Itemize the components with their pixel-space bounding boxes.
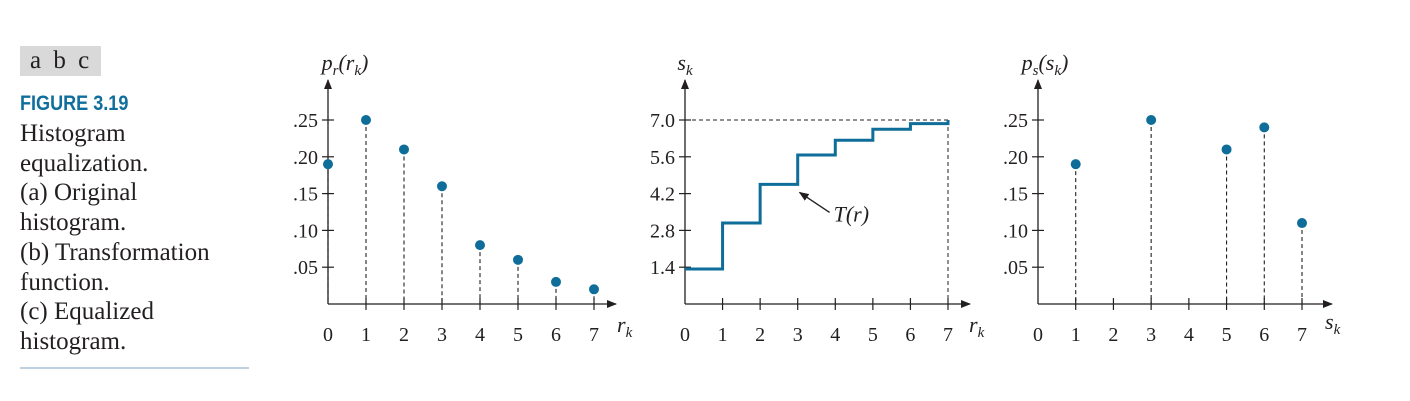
x-tick-label: 0 [323, 324, 333, 346]
x-tick-label: 2 [1108, 324, 1118, 346]
x-tick-label: 5 [868, 324, 878, 346]
caption-line: equalization. [20, 149, 149, 177]
y-tick-label: 2.8 [650, 220, 675, 242]
caption-line: histogram. [20, 209, 127, 237]
data-point [475, 240, 485, 251]
y-tick-label: .25 [1003, 110, 1028, 132]
y-axis-label: pr(rk) [320, 50, 369, 79]
x-tick-label: 1 [718, 324, 728, 346]
data-point [551, 276, 561, 287]
chart-transformation-function: 1.4 2.8 4.2 5.6 7.0 0 1 2 3 4 5 6 7 sk rk T(r) [650, 50, 985, 346]
x-tick-label: 1 [361, 324, 371, 346]
annotation-label: T(r) [834, 201, 869, 226]
figure-caption: a b c FIGURE 3.19 Histogram equalization… [20, 46, 252, 357]
data-point [513, 254, 523, 265]
y-tick-label: .10 [293, 220, 318, 242]
chart-original-histogram: .05 .10 .15 .20 .25 0 1 2 3 4 5 6 7 pr(rk) rk [293, 50, 633, 346]
caption-line: (b) Transformation [20, 238, 210, 266]
x-tick-label: 3 [793, 324, 803, 346]
x-axis-label: rk [617, 312, 633, 341]
caption-line: Histogram [20, 120, 126, 147]
data-point [1297, 218, 1307, 229]
x-axis-label: rk [969, 312, 985, 341]
y-tick-label: 4.2 [650, 184, 675, 206]
x-tick-label: 6 [551, 324, 561, 346]
data-point [1146, 115, 1157, 125]
caption-text: Histogram equalization. (a) Original his… [20, 119, 252, 357]
y-tick-label: .10 [1003, 220, 1028, 242]
y-tick-label: 5.6 [650, 147, 675, 169]
y-axis-label: ps(sk) [1020, 50, 1069, 79]
x-tick-label: 2 [399, 324, 409, 346]
x-axis-label: sk [1325, 309, 1341, 338]
chart-equalized-histogram: .05 .10 .15 .20 .25 0 1 2 3 4 5 6 7 ps(sk) sk [1003, 50, 1341, 346]
y-tick-label: .05 [1003, 257, 1028, 279]
x-tick-label: 7 [1297, 324, 1307, 346]
y-tick-label: .20 [293, 147, 318, 169]
caption-line: (a) Original [20, 179, 138, 207]
x-tick-label: 2 [755, 324, 765, 346]
y-axis-label: sk [677, 50, 693, 79]
x-tick-label: 6 [1259, 324, 1269, 346]
data-point [1221, 144, 1232, 155]
x-tick-label: 0 [680, 324, 690, 346]
caption-divider [20, 367, 249, 369]
data-point [437, 181, 447, 192]
y-tick-label: .20 [1003, 147, 1028, 169]
x-tick-label: 0 [1033, 324, 1043, 346]
y-tick-label: 7.0 [650, 110, 675, 132]
caption-line: histogram. [20, 327, 127, 355]
annotation-leader [798, 191, 830, 213]
x-tick-label: 1 [1071, 324, 1081, 346]
figure-label: FIGURE 3.19 [20, 92, 129, 115]
x-tick-label: 6 [905, 324, 915, 346]
y-tick-label: .05 [293, 257, 318, 279]
y-tick-label: .15 [1003, 184, 1028, 206]
y-tick-label: .25 [293, 110, 318, 132]
x-tick-label: 3 [437, 324, 447, 346]
data-point [1070, 159, 1081, 170]
y-tick-label: .15 [293, 184, 318, 206]
x-tick-label: 3 [1146, 324, 1156, 346]
x-tick-label: 7 [589, 324, 599, 346]
x-tick-label: 4 [830, 324, 840, 346]
panel-letters: a b c [20, 46, 102, 76]
data-point [323, 159, 333, 170]
data-point [1259, 122, 1270, 133]
x-tick-label: 4 [475, 324, 485, 346]
data-point [361, 115, 371, 125]
data-point [589, 284, 599, 295]
transformation-step-line [685, 120, 950, 271]
caption-line: (c) Equalized [20, 298, 154, 326]
x-tick-label: 4 [1184, 324, 1194, 346]
data-point [399, 144, 409, 155]
caption-line: function. [20, 268, 110, 296]
x-tick-label: 5 [1222, 324, 1232, 346]
y-tick-label: 1.4 [650, 257, 675, 279]
x-tick-label: 7 [943, 324, 953, 346]
x-tick-label: 5 [513, 324, 523, 346]
